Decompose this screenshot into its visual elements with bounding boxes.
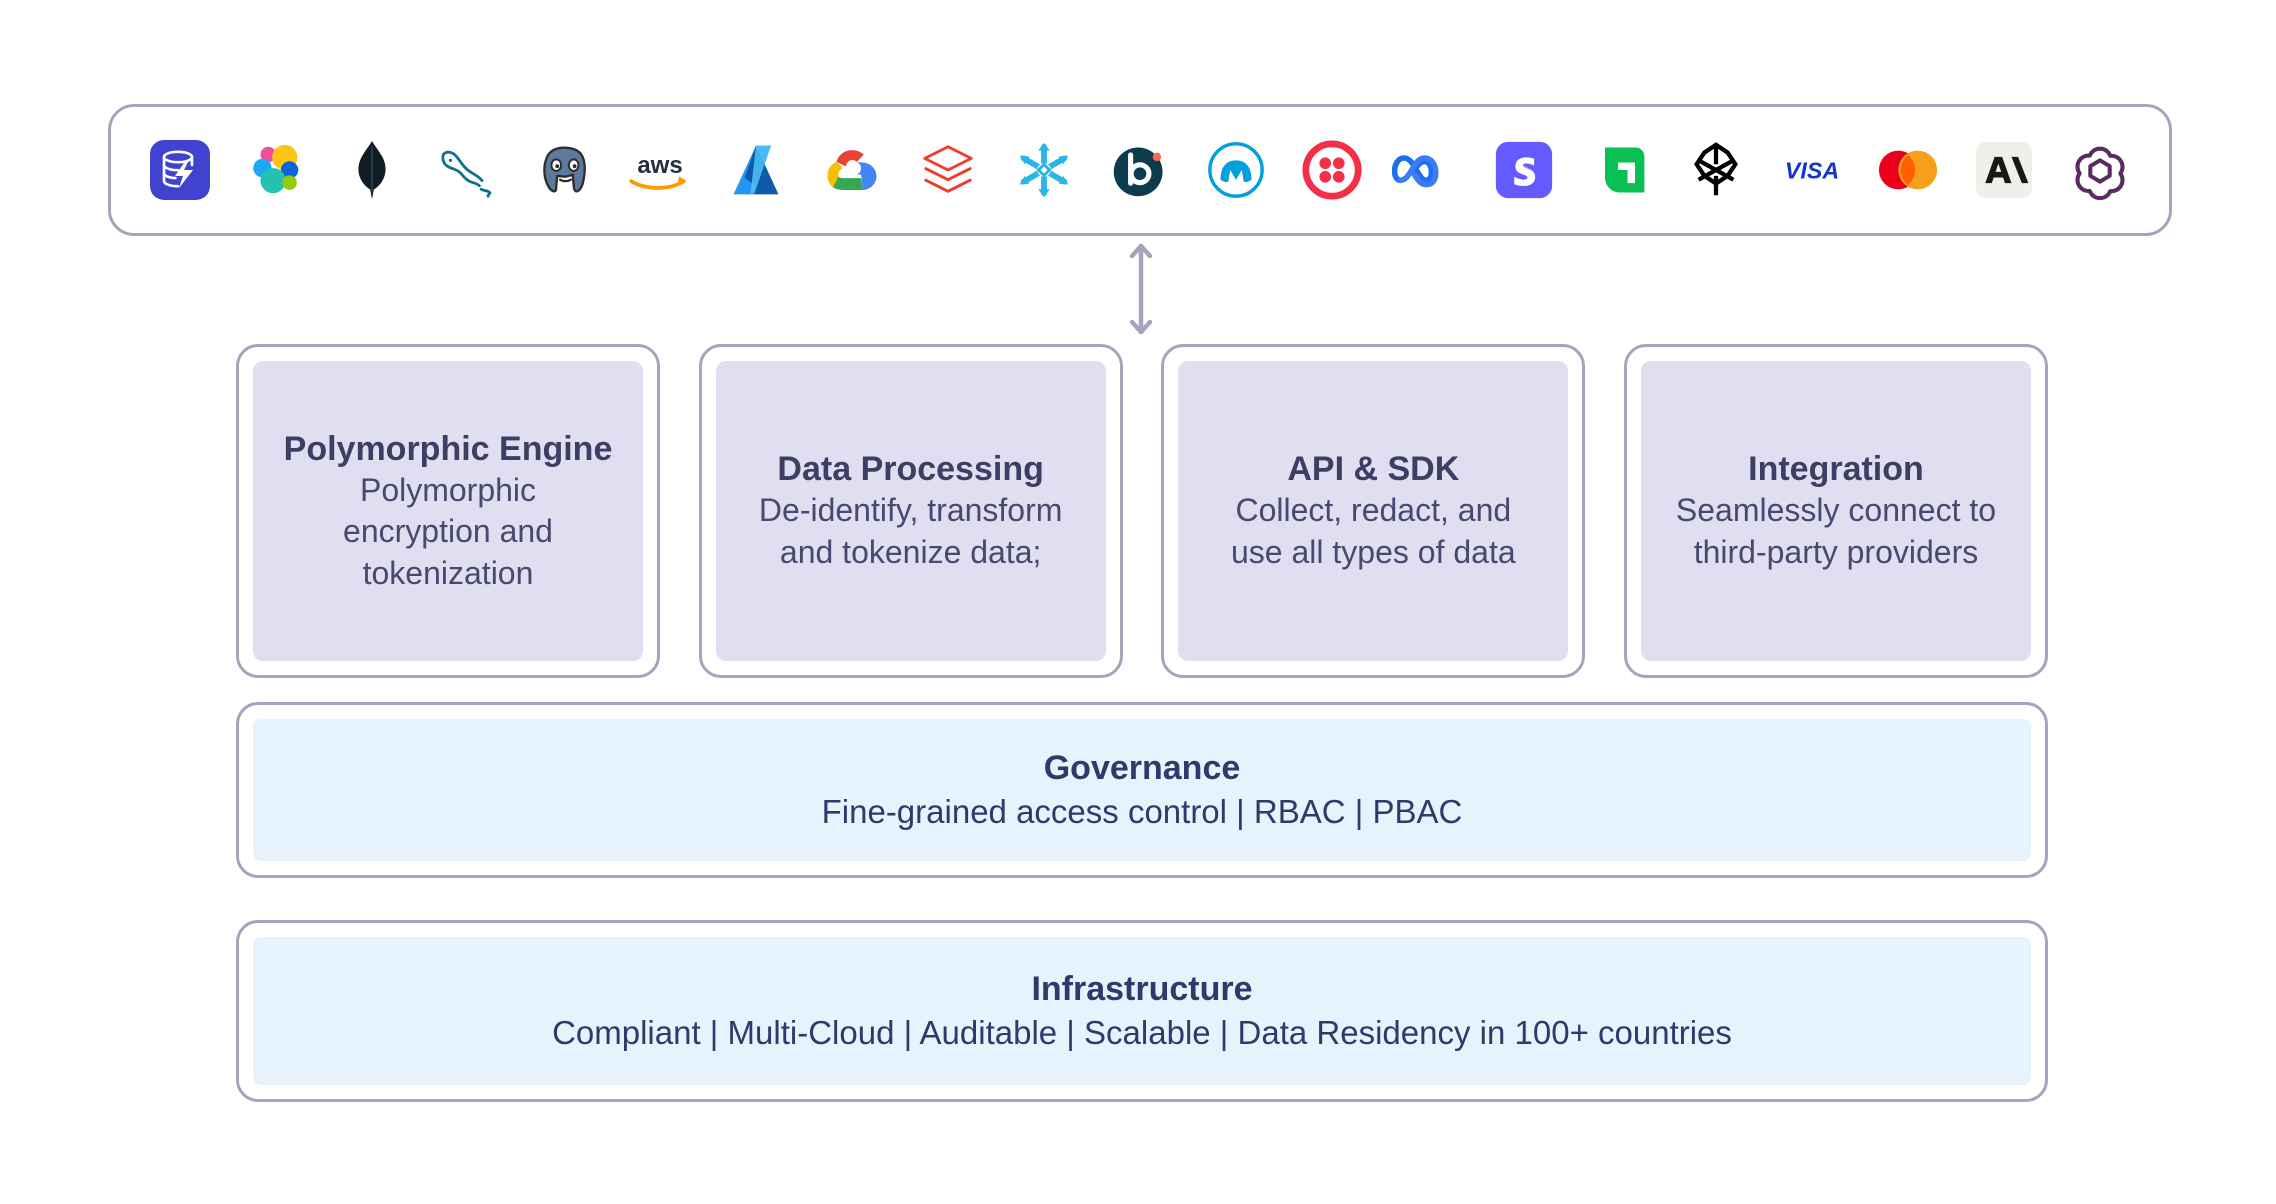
- card-title: API & SDK: [1287, 450, 1460, 489]
- band-title: Governance: [1043, 749, 1241, 788]
- snowflake-icon: [1001, 127, 1087, 213]
- marqeta-icon: [1673, 127, 1759, 213]
- capability-cards-row: Polymorphic Engine Polymorphic encryptio…: [236, 344, 2048, 678]
- svg-text:aws: aws: [637, 152, 682, 179]
- band-infrastructure: Infrastructure Compliant | Multi-Cloud |…: [236, 920, 2048, 1102]
- card-body: Polymorphic Engine Polymorphic encryptio…: [253, 361, 643, 661]
- integrations-logo-bar: aws: [108, 104, 2172, 236]
- azure-icon: [713, 127, 799, 213]
- card-body: Integration Seamlessly connect to third-…: [1640, 361, 2031, 661]
- adyen-icon: [1577, 127, 1663, 213]
- mongodb-icon: [329, 127, 415, 213]
- card-body: API & SDK Collect, redact, and use all t…: [1178, 361, 1569, 661]
- card-polymorphic-engine: Polymorphic Engine Polymorphic encryptio…: [236, 344, 660, 678]
- openai-icon: [2057, 127, 2143, 213]
- band-body: Infrastructure Compliant | Multi-Cloud |…: [253, 937, 2031, 1085]
- card-data-processing: Data Processing De-identify, transform a…: [698, 344, 1123, 678]
- band-governance: Governance Fine-grained access control |…: [236, 702, 2048, 878]
- twilio-icon: [1289, 127, 1375, 213]
- anthropic-icon: [1961, 127, 2047, 213]
- card-api-sdk: API & SDK Collect, redact, and use all t…: [1161, 344, 1586, 678]
- band-description: Compliant | Multi-Cloud | Auditable | Sc…: [552, 1013, 1732, 1051]
- aws-icon: aws: [617, 127, 703, 213]
- card-description: Polymorphic encryption and tokenization: [343, 471, 553, 591]
- google-cloud-icon: [809, 127, 895, 213]
- band-body: Governance Fine-grained access control |…: [253, 719, 2031, 861]
- postgresql-icon: [521, 127, 607, 213]
- card-description: De-identify, transform and tokenize data…: [758, 492, 1063, 571]
- card-description: Collect, redact, and use all types of da…: [1231, 492, 1516, 571]
- bidirectional-arrow-icon: [1120, 240, 1162, 338]
- databricks-icon: [905, 127, 991, 213]
- band-title: Infrastructure: [1031, 970, 1253, 1009]
- mastercard-icon: [1865, 127, 1951, 213]
- meta-icon: [1385, 127, 1471, 213]
- mysql-icon: [425, 127, 511, 213]
- card-integration: Integration Seamlessly connect to third-…: [1623, 344, 2048, 678]
- card-body: Data Processing De-identify, transform a…: [715, 361, 1106, 661]
- visa-icon: VISA: [1769, 127, 1855, 213]
- card-title: Integration: [1748, 450, 1924, 489]
- svg-text:VISA: VISA: [1785, 158, 1839, 184]
- elasticsearch-icon: [233, 127, 319, 213]
- skyflow-icon: [137, 127, 223, 213]
- mulesoft-icon: [1193, 127, 1279, 213]
- card-description: Seamlessly connect to third-party provid…: [1675, 492, 1997, 571]
- braze-icon: [1097, 127, 1183, 213]
- card-title: Polymorphic Engine: [283, 429, 613, 468]
- stripe-icon: [1481, 127, 1567, 213]
- band-description: Fine-grained access control | RBAC | PBA…: [821, 792, 1463, 830]
- card-title: Data Processing: [777, 450, 1044, 489]
